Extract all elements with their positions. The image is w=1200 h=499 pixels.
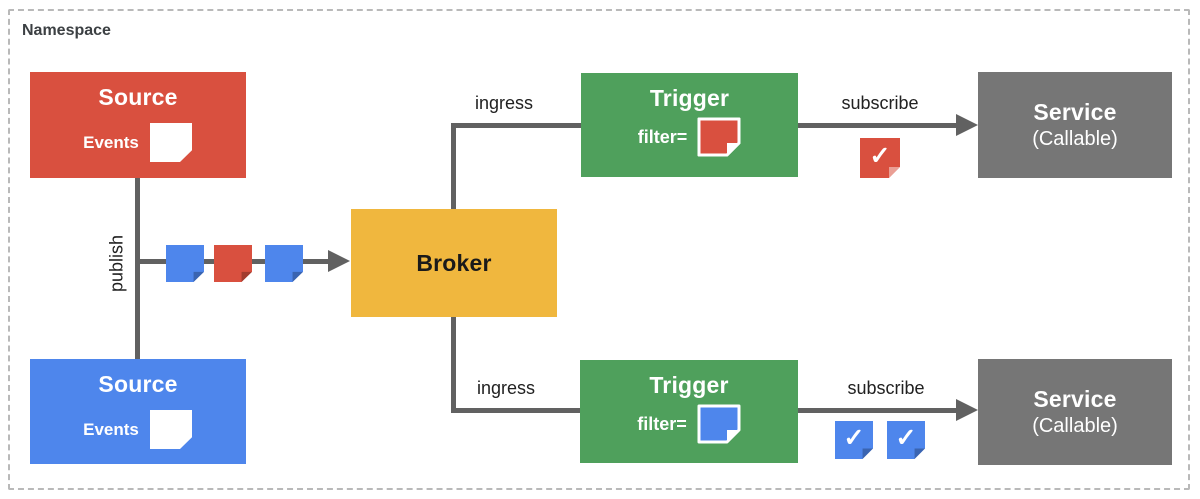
subscribe-top-label: subscribe [841, 93, 919, 113]
note-body [166, 245, 204, 282]
note-body [860, 138, 900, 178]
ingress-top-riser-line [451, 123, 456, 209]
trigger-box-top: Trigger filter= [581, 73, 798, 177]
filter-note-icon-blue [697, 404, 741, 444]
broker-title: Broker [416, 249, 492, 276]
trigger-title: Trigger [649, 372, 729, 398]
event-note-blue [265, 245, 303, 282]
checkmark-icon: ✓ [895, 424, 917, 453]
delivered-event-note-blue: ✓ [835, 421, 873, 459]
publish-vertical-line [135, 178, 140, 360]
publish-label: publish [106, 234, 127, 293]
ingress-top-label: ingress [474, 93, 534, 113]
note-body [887, 421, 925, 459]
event-note-red [214, 245, 252, 282]
note-body [214, 245, 252, 282]
subscribe-bottom-line [798, 408, 956, 413]
events-label: Events [83, 419, 139, 439]
service-box-top: Service (Callable) [978, 72, 1172, 178]
source-title: Source [98, 84, 178, 110]
event-document-icon [149, 410, 193, 449]
delivered-event-note-red: ✓ [860, 138, 900, 178]
note-fold-icon [727, 143, 740, 155]
event-document-icon [149, 123, 193, 162]
ingress-bottom-riser-line [451, 317, 456, 408]
subscribe-top-line [798, 123, 956, 128]
note-fold-icon [889, 167, 900, 178]
namespace-boundary [8, 9, 1190, 490]
trigger-box-bottom: Trigger filter= [580, 360, 798, 463]
service-title: Service [1033, 386, 1117, 412]
service-box-bottom: Service (Callable) [978, 359, 1172, 465]
event-note-blue [166, 245, 204, 282]
ingress-bottom-label: ingress [476, 378, 536, 398]
note-body [835, 421, 873, 459]
note-fold-icon [726, 430, 739, 442]
trigger-title: Trigger [649, 85, 730, 111]
publish-arrowhead-icon [328, 250, 350, 272]
note-fold-icon [292, 271, 303, 282]
note-body [265, 245, 303, 282]
filter-label: filter= [637, 126, 688, 147]
checkmark-icon: ✓ [869, 142, 891, 170]
note-fold-icon [241, 271, 252, 282]
source-box-blue: Source Events [30, 359, 246, 464]
service-subtitle: (Callable) [1032, 415, 1118, 437]
source-box-red: Source Events [30, 72, 246, 178]
subscribe-bottom-label: subscribe [847, 378, 925, 398]
source-title: Source [98, 371, 178, 397]
namespace-label: Namespace [22, 22, 111, 39]
subscribe-bottom-arrowhead-icon [956, 399, 978, 421]
events-label: Events [83, 132, 139, 152]
delivered-event-note-blue: ✓ [887, 421, 925, 459]
checkmark-icon: ✓ [843, 424, 865, 453]
service-title: Service [1033, 99, 1117, 125]
ingress-bottom-line [451, 408, 580, 413]
ingress-top-line [451, 123, 581, 128]
filter-note-icon-red [697, 117, 741, 157]
note-fold-icon [193, 271, 204, 282]
service-subtitle: (Callable) [1032, 128, 1118, 150]
filter-label: filter= [637, 413, 687, 434]
subscribe-top-arrowhead-icon [956, 114, 978, 136]
broker-box: Broker [351, 209, 557, 317]
